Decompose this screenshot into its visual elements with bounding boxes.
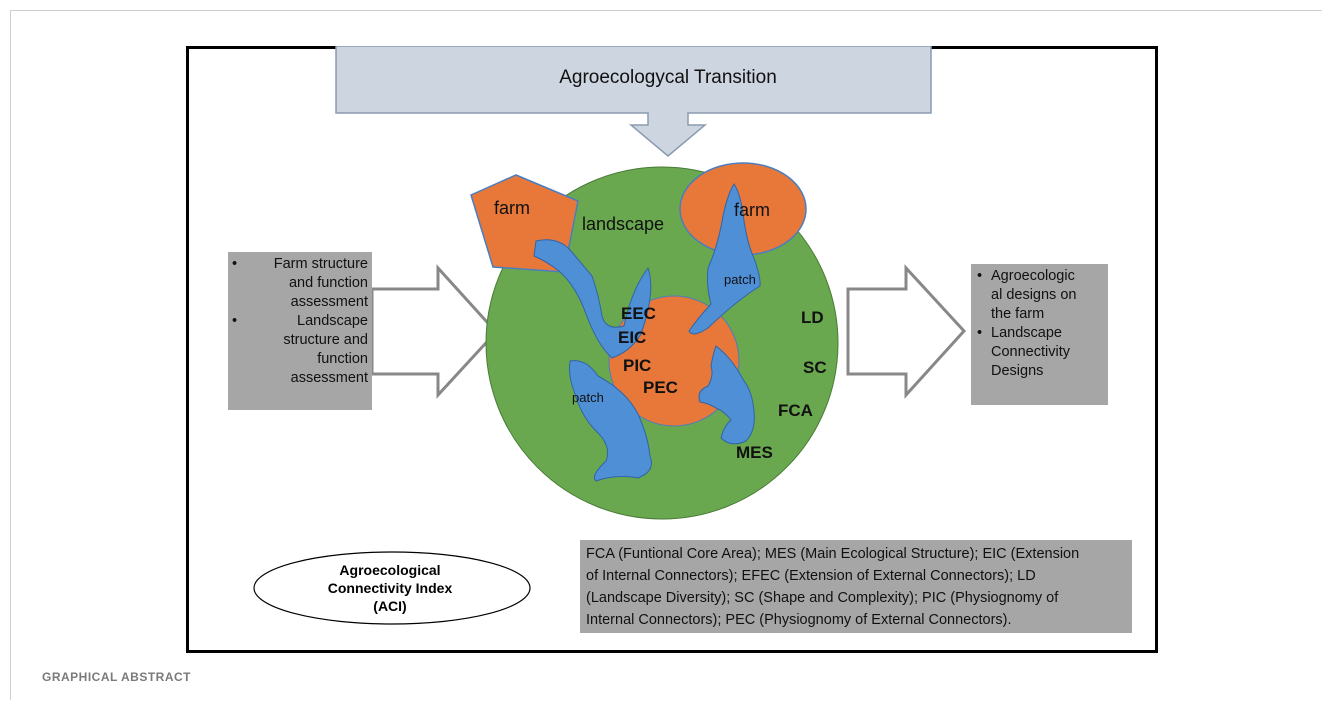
input-line: function <box>317 351 368 367</box>
transition-title: Agroecologycal Transition <box>559 67 777 88</box>
patch-top-right <box>688 183 761 335</box>
aci-label: Agroecological Connectivity Index (ACI) <box>252 552 528 624</box>
output-line: Connectivity <box>991 344 1070 360</box>
patch-top-label: patch <box>724 272 756 287</box>
indicator-pic: PIC <box>623 356 651 375</box>
output-line: the farm <box>991 306 1045 322</box>
diagram-canvas: Agroecologycal Transition farm farm land… <box>253 46 967 625</box>
aci-ellipse <box>253 551 531 625</box>
output-item-landscape: • Landscape Connectivity Designs <box>977 324 1102 381</box>
output-line: Agroecologic <box>991 268 1075 284</box>
outputs-box: • Agroecologic al designs on the farm • … <box>971 264 1108 405</box>
farm-left-label: farm <box>494 198 530 218</box>
indicator-sc: SC <box>803 358 827 377</box>
landscape-label: landscape <box>582 214 664 234</box>
input-line: and function <box>288 275 368 291</box>
aci-line-2: Connectivity Index <box>327 580 453 596</box>
legend-line: (Landscape Diversity); SC (Shape and Com… <box>586 590 1059 606</box>
indicator-pec: PEC <box>643 378 678 397</box>
patch-top-left <box>533 239 652 359</box>
output-line: al designs on <box>991 287 1077 303</box>
input-line: Farm structure <box>273 256 368 272</box>
bullet-dot: • <box>232 313 238 329</box>
legend-line: FCA (Funtional Core Area); MES (Main Eco… <box>586 546 1080 562</box>
input-item-landscape: • Landscape structure and function asses… <box>232 312 368 388</box>
indicator-eec: EEC <box>621 304 656 323</box>
input-line: assessment <box>290 294 368 310</box>
input-line: Landscape <box>297 313 368 329</box>
input-line: assessment <box>290 370 368 386</box>
figure-caption: GRAPHICAL ABSTRACT <box>42 670 191 684</box>
input-item-farm: • Farm structure and function assessment <box>232 255 368 312</box>
aci-line-1: Agroecological <box>339 562 441 578</box>
input-arrow <box>370 264 499 399</box>
abbreviations-legend: FCA (Funtional Core Area); MES (Main Eco… <box>580 540 1132 633</box>
indicator-eic: EIC <box>618 328 646 347</box>
bullet-dot: • <box>977 325 983 341</box>
transition-banner-arrow <box>335 46 932 157</box>
indicator-ld: LD <box>801 308 824 327</box>
bullet-dot: • <box>977 268 983 284</box>
page-frame <box>10 10 1322 700</box>
patch-bottom-right <box>698 345 755 445</box>
patch-bottom-left <box>569 360 652 482</box>
output-line: Landscape <box>991 325 1062 341</box>
farm-right-label: farm <box>734 200 770 220</box>
bullet-dot: • <box>232 256 238 272</box>
indicator-fca: FCA <box>778 401 813 420</box>
output-line: Designs <box>991 363 1044 379</box>
output-item-farm: • Agroecologic al designs on the farm <box>977 267 1102 324</box>
aci-line-3: (ACI) <box>373 598 407 614</box>
legend-line: of Internal Connectors); EFEC (Extension… <box>586 568 1036 584</box>
indicator-mes: MES <box>736 443 773 462</box>
input-line: structure and <box>283 332 368 348</box>
inputs-box: • Farm structure and function assessment… <box>228 252 372 410</box>
patch-bottom-label: patch <box>572 390 604 405</box>
legend-line: Internal Connectors); PEC (Physiognomy o… <box>586 612 1012 628</box>
output-arrow <box>846 264 967 399</box>
